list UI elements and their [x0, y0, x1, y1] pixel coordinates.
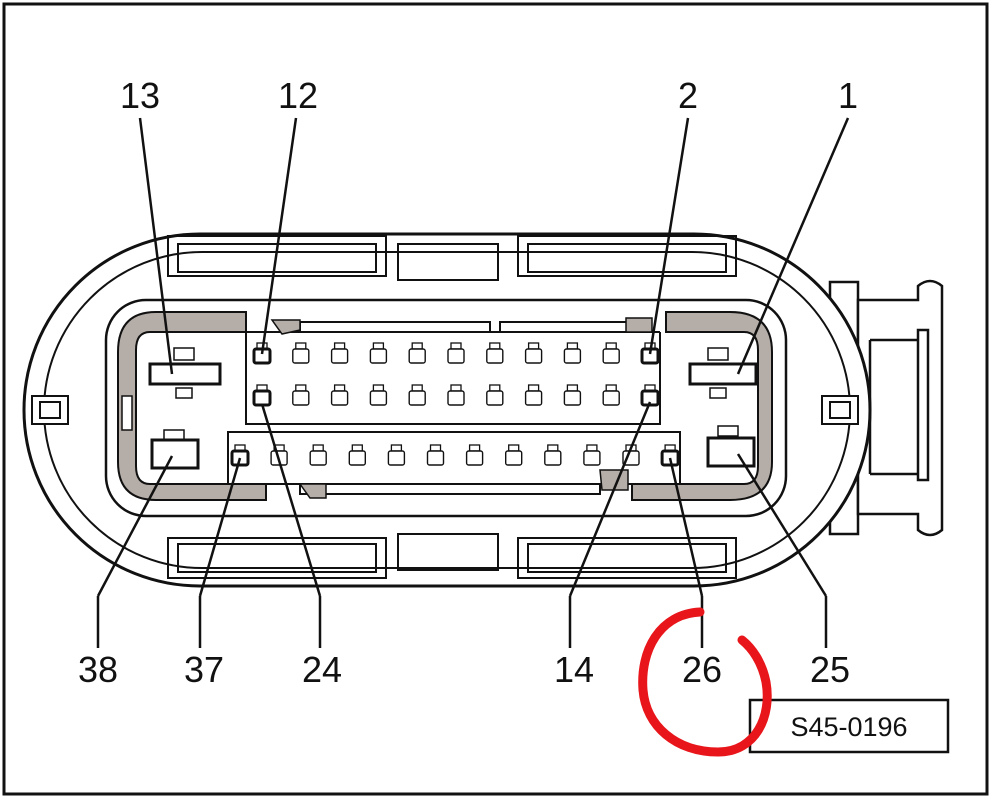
pin-cavity [563, 384, 582, 406]
pin-cavity [524, 342, 543, 364]
pin-label-25: 25 [810, 649, 850, 690]
pin-label-24: 24 [302, 649, 342, 690]
pin-label-1: 1 [838, 75, 858, 116]
pin-cavity [408, 342, 426, 364]
pin-cavity [252, 384, 272, 407]
pin-cavity [602, 384, 620, 406]
pin-cavity [524, 384, 543, 406]
pin-label-26: 26 [682, 649, 722, 690]
leader-26 [668, 457, 704, 597]
terminal-1-latch [707, 347, 729, 361]
pin-cavity [292, 342, 310, 364]
pin-cavity [387, 444, 406, 466]
highlight-circle-pin-26 [638, 607, 772, 757]
pin-cavity [330, 384, 349, 406]
pin-cavity [292, 384, 310, 406]
pin-cavity [447, 342, 465, 364]
pin-cavity [447, 384, 465, 406]
leader-12 [260, 117, 298, 355]
pin-cavity [369, 342, 388, 364]
pin-label-2: 2 [678, 75, 698, 116]
pin-cavity [602, 342, 620, 364]
pin-label-38: 38 [78, 649, 118, 690]
face-key-notch [121, 395, 133, 431]
pin-cavity [309, 444, 327, 466]
pin-field [227, 321, 681, 495]
pin-label-13: 13 [120, 75, 160, 116]
terminal-13 [148, 362, 222, 386]
pin-cavity [408, 384, 426, 406]
pin-cavity [486, 384, 504, 406]
pin-cavity [563, 342, 582, 364]
leader-13 [138, 117, 174, 375]
pin-cavity [330, 342, 349, 364]
terminal-38 [150, 438, 200, 470]
housing-bottom-ribs [167, 533, 737, 579]
pin-label-37: 37 [184, 649, 224, 690]
housing-side-tabs [31, 395, 859, 425]
pin-label-14: 14 [554, 649, 594, 690]
leader-14 [568, 401, 652, 597]
pin-cavity [583, 444, 601, 466]
pin-cavity [465, 444, 484, 466]
housing-top-ribs [167, 235, 737, 281]
pin-cavity [486, 342, 504, 364]
pin-cavity [369, 384, 388, 406]
terminal-13-latch [173, 347, 195, 361]
terminal-1 [688, 362, 758, 386]
leader-2 [648, 117, 690, 355]
terminal-25 [706, 436, 756, 468]
pin-leader-lines [96, 117, 850, 648]
pin-cavity [544, 444, 562, 466]
pin-cavity [348, 444, 366, 466]
pin-label-12: 12 [278, 75, 318, 116]
large-terminals [148, 347, 758, 470]
leader-37 [198, 457, 242, 597]
reference-code: S45-0196 [790, 712, 907, 742]
leader-25 [736, 453, 828, 597]
pin-cavity [426, 444, 445, 466]
leader-24 [260, 403, 322, 597]
leader-1 [736, 117, 850, 375]
leader-38 [96, 455, 174, 597]
pin-cavity [505, 444, 523, 466]
reference-code-box [748, 698, 950, 754]
